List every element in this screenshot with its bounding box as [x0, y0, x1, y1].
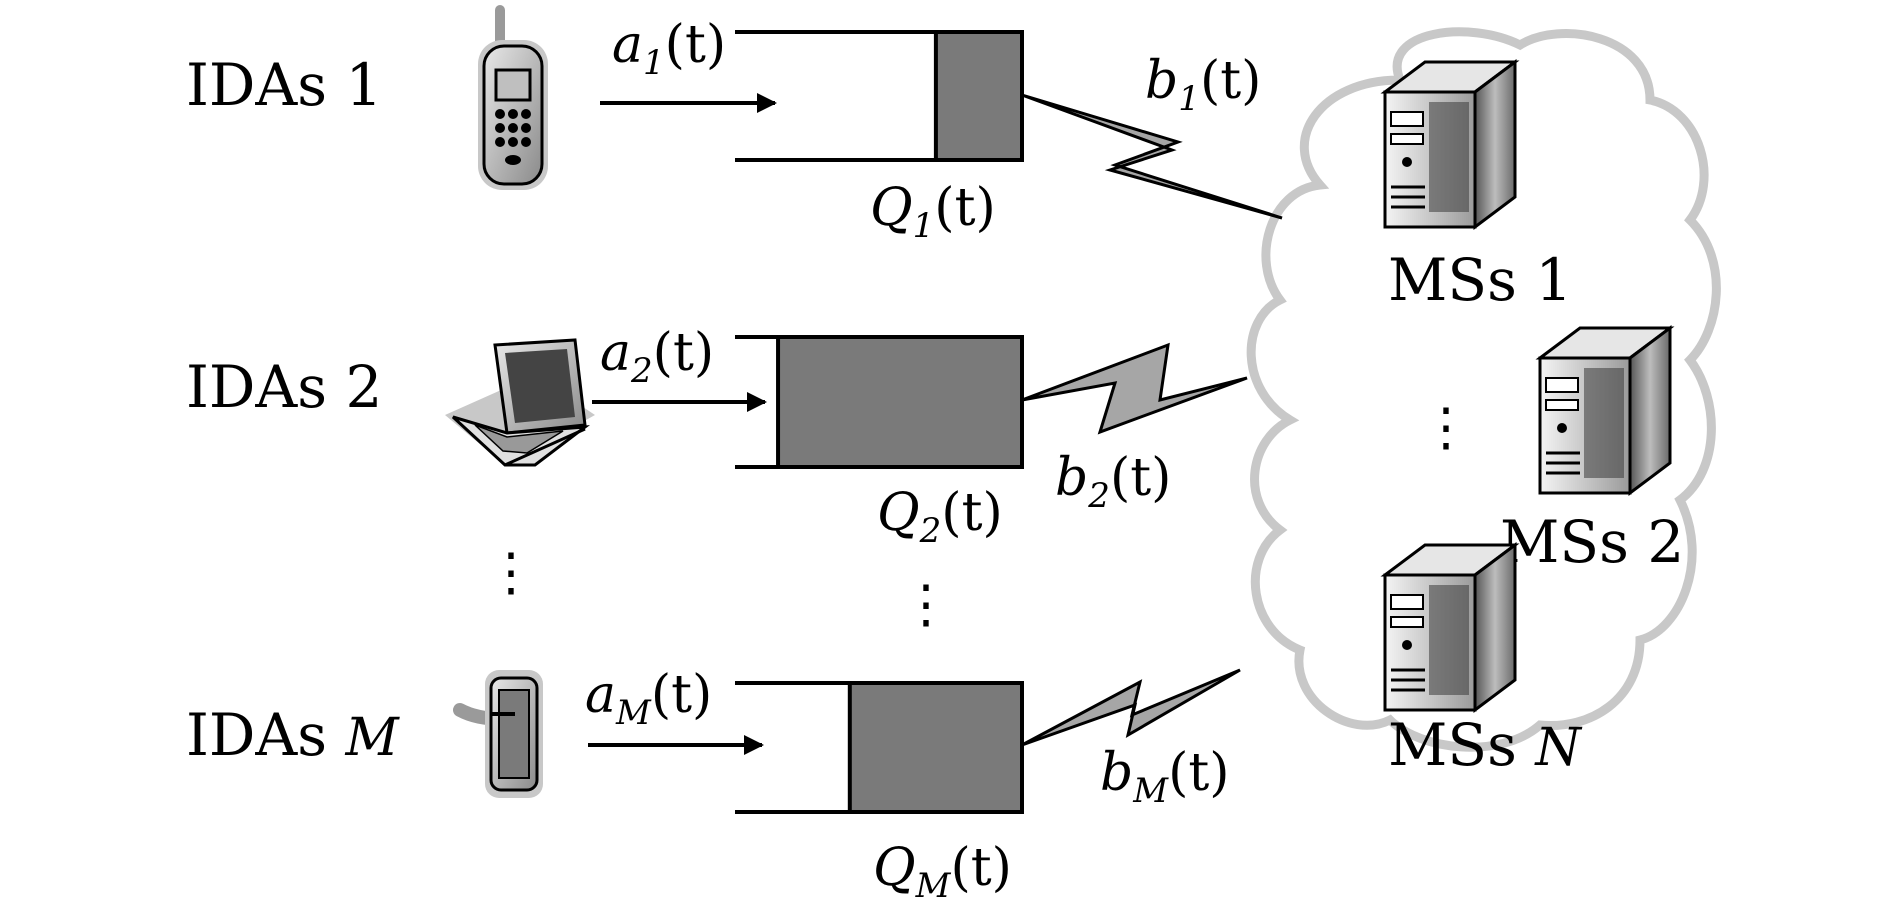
server-icon — [1383, 543, 1517, 712]
queue-label-1: Q1(t) — [870, 178, 996, 246]
server-label-1: MSs 1 — [1388, 246, 1572, 314]
queue-m — [735, 681, 1024, 814]
queue-backlog-m — [847, 681, 1024, 814]
rate-label-2: b2(t) — [1055, 448, 1171, 516]
ida-row-m: IDAs M aM(t) QM(t) bM(t) — [186, 665, 1241, 898]
tablet-icon — [453, 670, 543, 798]
rate-label-1: b1(t) — [1145, 51, 1261, 119]
queue-ellipsis: ⋮ — [900, 575, 952, 635]
server-n: MSs N — [1383, 543, 1582, 779]
server-label-n: MSs N — [1388, 711, 1582, 779]
server-icon — [1538, 326, 1672, 495]
ida-ellipsis: ⋮ — [485, 543, 537, 603]
queue-label-2: Q2(t) — [877, 483, 1003, 551]
ida-row-1: IDAs 1 a1(t) Q1(t) b1(t) — [186, 5, 1283, 246]
ida-label-m: IDAs M — [186, 701, 401, 769]
edge-cloud — [1246, 27, 1721, 752]
ida-row-2: IDAs 2 a2(t) Q2(t) b2(t) — [186, 323, 1248, 551]
queue-backlog-2 — [776, 335, 1024, 469]
laptop-icon — [445, 338, 595, 467]
wireless-link-2 — [1021, 342, 1248, 435]
wireless-link-1 — [1021, 93, 1283, 220]
queue-label-m: QM(t) — [873, 838, 1012, 898]
server-icon — [1383, 60, 1517, 229]
rate-label-m: bM(t) — [1100, 743, 1230, 811]
arrival-label-1: a1(t) — [612, 15, 726, 83]
arrival-label-m: aM(t) — [585, 665, 712, 733]
server-label-2: MSs 2 — [1500, 508, 1684, 576]
server-1: MSs 1 — [1383, 60, 1572, 314]
cellphone-icon — [478, 5, 548, 190]
queue-backlog-1 — [933, 30, 1025, 162]
ida-label-2: IDAs 2 — [186, 353, 382, 421]
wireless-link-m — [1021, 668, 1241, 747]
server-2: MSs 2 — [1500, 326, 1684, 576]
arrival-label-2: a2(t) — [600, 323, 714, 391]
queue-2 — [735, 335, 1024, 469]
queue-1 — [735, 30, 1025, 162]
server-ellipsis: ⋮ — [1420, 398, 1472, 458]
ida-label-1: IDAs 1 — [186, 51, 382, 119]
